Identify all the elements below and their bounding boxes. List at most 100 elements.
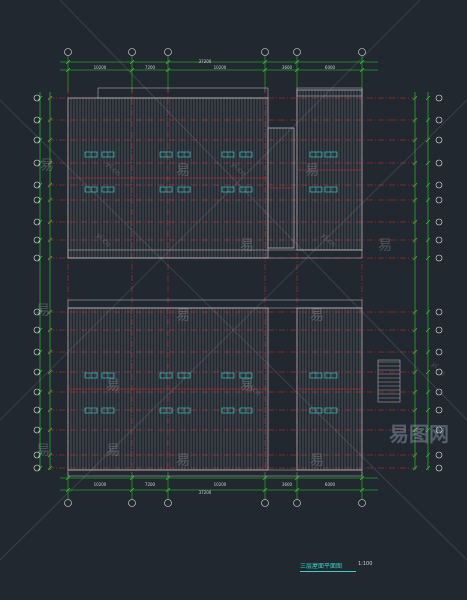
axis-bubble-left bbox=[33, 236, 41, 244]
drawing-title: 三层屋面平面图 bbox=[300, 563, 343, 570]
skylight-window bbox=[159, 151, 173, 158]
skylight-window bbox=[221, 186, 235, 193]
dim-tick bbox=[425, 407, 431, 413]
dimension-bottom-seg-4: 3600 bbox=[282, 482, 293, 487]
watermark-diagonal bbox=[0, 99, 467, 561]
skylight-window bbox=[239, 372, 253, 379]
axis-bubble-right bbox=[435, 368, 443, 376]
dim-tick bbox=[425, 389, 431, 395]
skylight-window bbox=[309, 372, 323, 379]
dimension-lines bbox=[37, 55, 431, 500]
axis-bubble-right bbox=[435, 196, 443, 204]
axis-bubble-left bbox=[33, 94, 41, 102]
dim-tick bbox=[425, 117, 431, 123]
axis-bubble-right bbox=[435, 94, 443, 102]
axis-bubble-top bbox=[164, 48, 172, 56]
watermark-glyph-13: 易 bbox=[106, 443, 120, 459]
title-underline bbox=[300, 571, 356, 572]
watermark-glyph-1: 易 bbox=[176, 163, 190, 179]
dim-tick bbox=[425, 465, 431, 471]
dim-tick bbox=[425, 219, 431, 225]
gutter-band-north bbox=[67, 249, 363, 259]
skylight-window bbox=[221, 151, 235, 158]
axis-bubble-left bbox=[33, 406, 41, 414]
skylight-window bbox=[324, 186, 338, 193]
dim-tick bbox=[425, 452, 431, 458]
watermark-glyph-12: 易 bbox=[310, 453, 324, 469]
drawing-scale: 1:100 bbox=[358, 561, 373, 567]
stair-outline bbox=[377, 359, 401, 403]
axis-bubble-left bbox=[33, 181, 41, 189]
axis-bubble-right bbox=[435, 254, 443, 262]
skylight-window bbox=[324, 372, 338, 379]
dim-tick bbox=[425, 95, 431, 101]
axis-bubble-right bbox=[435, 388, 443, 396]
dimension-top-seg-1: 10200 bbox=[94, 65, 107, 70]
skylight-window bbox=[101, 372, 115, 379]
watermark-brand-logo: 易图网 bbox=[389, 422, 449, 446]
axis-bubble-top bbox=[358, 48, 366, 56]
skylight-window bbox=[309, 407, 323, 414]
skylight-window bbox=[159, 372, 173, 379]
axis-bubble-left bbox=[33, 368, 41, 376]
dimension-top-total: 37200 bbox=[199, 59, 212, 64]
skylight-window bbox=[84, 151, 98, 158]
axis-bubble-right bbox=[435, 308, 443, 316]
axis-bubble-right bbox=[435, 236, 443, 244]
watermark-glyph-8: 易 bbox=[106, 378, 120, 394]
axis-bubble-right bbox=[435, 426, 443, 434]
skylight-window bbox=[101, 407, 115, 414]
dim-tick bbox=[425, 369, 431, 375]
dim-tick bbox=[425, 255, 431, 261]
axis-bubble-right bbox=[435, 116, 443, 124]
skylight-window bbox=[159, 186, 173, 193]
dimension-top-seg-2: 7200 bbox=[145, 65, 156, 70]
watermark-glyph-7: 易 bbox=[310, 308, 324, 324]
axis-bubble-right bbox=[435, 136, 443, 144]
axis-bubble-left bbox=[33, 116, 41, 124]
axis-bubble-top bbox=[293, 48, 301, 56]
watermark-diagonal bbox=[59, 0, 467, 421]
dim-tick bbox=[425, 237, 431, 243]
skylight-window bbox=[239, 186, 253, 193]
watermark-glyph-11: 易 bbox=[176, 453, 190, 469]
axis-bubble-bottom bbox=[261, 499, 269, 507]
skylight-window bbox=[101, 186, 115, 193]
axis-bubble-left bbox=[33, 136, 41, 144]
axis-bubble-left bbox=[33, 254, 41, 262]
skylight-window bbox=[309, 151, 323, 158]
axis-bubble-bottom bbox=[64, 499, 72, 507]
axis-bubble-top bbox=[261, 48, 269, 56]
roof-blocks bbox=[67, 87, 401, 477]
watermark-glyph-10: 易 bbox=[36, 443, 50, 459]
axis-bubble-left bbox=[33, 326, 41, 334]
skylight-window bbox=[324, 407, 338, 414]
dim-tick bbox=[425, 182, 431, 188]
watermark-glyph-5: 易 bbox=[36, 303, 50, 319]
dimension-top-seg-5: 6000 bbox=[325, 65, 336, 70]
skylight-window bbox=[101, 151, 115, 158]
skylight-window bbox=[324, 151, 338, 158]
skylight-window bbox=[309, 186, 323, 193]
skylight-window bbox=[177, 186, 191, 193]
dim-tick bbox=[425, 327, 431, 333]
dim-tick bbox=[425, 137, 431, 143]
skylight-window bbox=[221, 372, 235, 379]
skylight-window bbox=[221, 407, 235, 414]
dim-tick bbox=[425, 197, 431, 203]
axis-bubble-bottom bbox=[293, 499, 301, 507]
axis-bubble-left bbox=[33, 196, 41, 204]
axis-bubble-left bbox=[33, 451, 41, 459]
axis-bubble-left bbox=[33, 218, 41, 226]
axis-bubble-right bbox=[435, 181, 443, 189]
watermark-glyph-14: 易 bbox=[40, 158, 54, 174]
roof-block-se bbox=[296, 307, 363, 471]
axis-bubble-right bbox=[435, 326, 443, 334]
parapet-bottom bbox=[67, 469, 363, 477]
gutter-band-south bbox=[67, 299, 363, 309]
axis-bubble-bottom bbox=[164, 499, 172, 507]
watermark-glyph-4: 易 bbox=[378, 238, 392, 254]
dimension-bottom-seg-3: 10200 bbox=[214, 482, 227, 487]
